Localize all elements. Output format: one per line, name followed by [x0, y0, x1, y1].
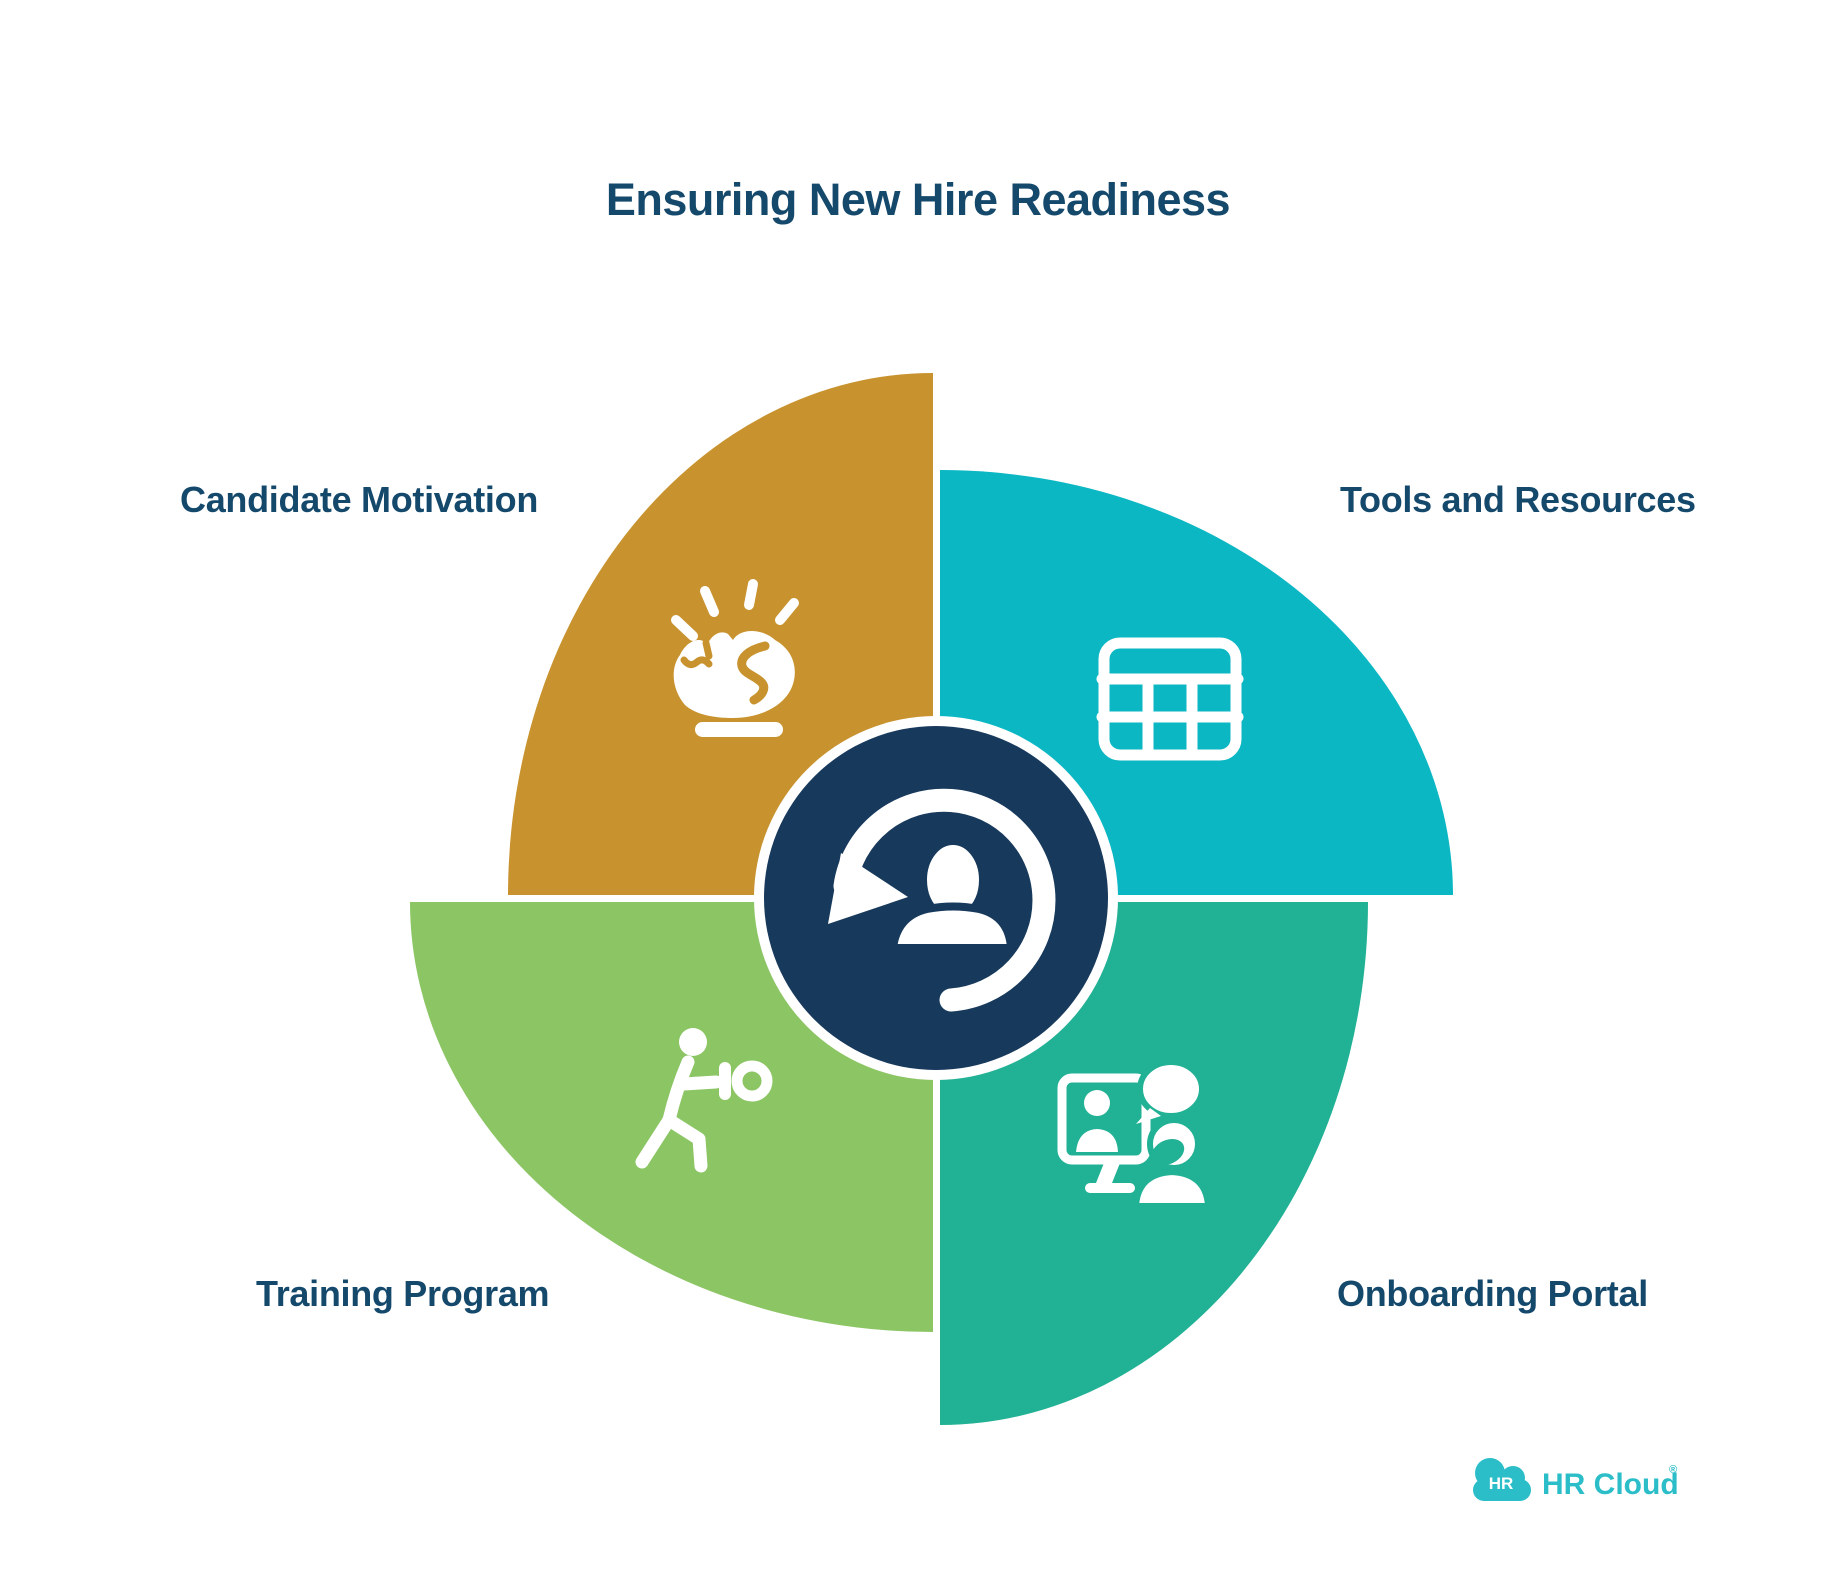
label-tools-and-resources: Tools and Resources [1340, 479, 1696, 520]
page-title: Ensuring New Hire Readiness [605, 174, 1231, 225]
boxing-training-icon [635, 1028, 773, 1173]
label-training-program: Training Program [256, 1273, 550, 1314]
raised-fist-rays-icon [671, 579, 799, 737]
hr-cloud-logo: HR HR Cloud ® [1473, 1458, 1679, 1501]
hr-cloud-logo-cloud-icon: HR [1473, 1458, 1531, 1501]
hr-cloud-badge-text: HR [1489, 1474, 1514, 1493]
hr-cloud-registered-mark: ® [1669, 1464, 1677, 1476]
video-call-people-icon [1057, 1059, 1212, 1209]
table-grid-icon [1096, 637, 1244, 761]
user-rotation-icon [828, 788, 1056, 1012]
hr-cloud-wordmark: HR Cloud [1542, 1468, 1679, 1501]
label-onboarding-portal: Onboarding Portal [1337, 1273, 1648, 1314]
label-candidate-motivation: Candidate Motivation [180, 479, 539, 520]
